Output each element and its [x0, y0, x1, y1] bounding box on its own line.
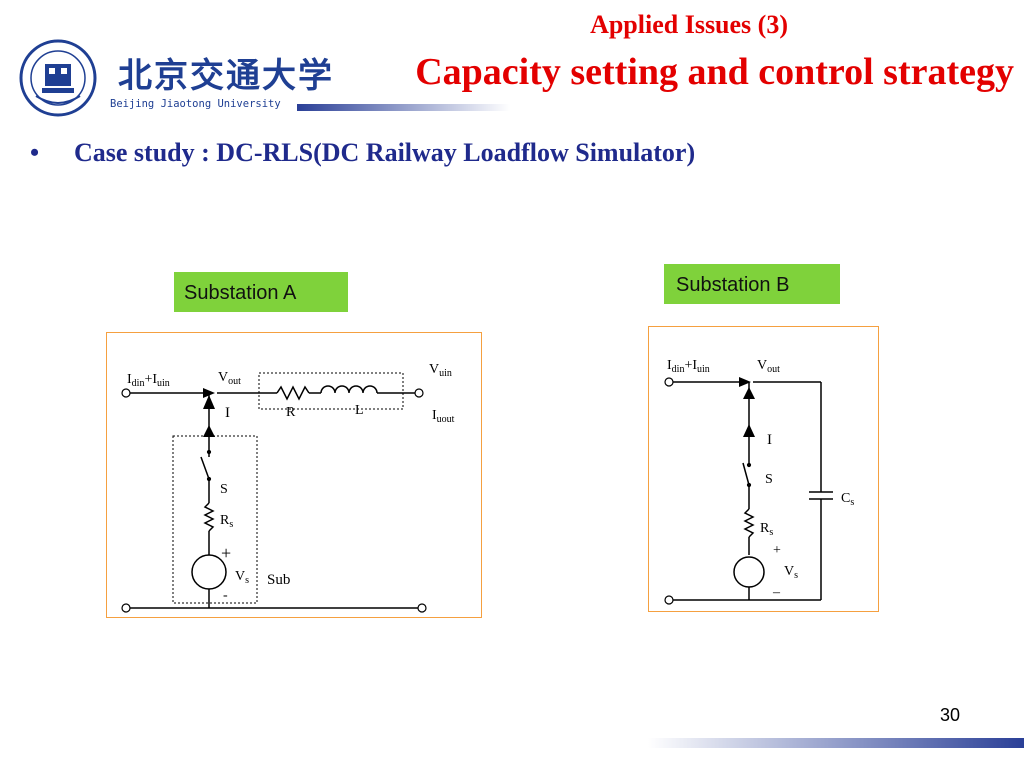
v-s-minus-label: - [223, 588, 228, 603]
v-s-label: Vs [784, 564, 798, 581]
sub-label: Sub [267, 572, 290, 588]
arrow-icon [203, 388, 215, 437]
current-i-label: I [225, 405, 230, 421]
i-uout-label: Iuout [432, 408, 455, 425]
v-s-plus-label: + [221, 543, 231, 563]
terminal-left-bottom [664, 595, 674, 605]
v-out-label: Vout [218, 370, 241, 387]
substation-b-label: Substation B [664, 264, 840, 304]
bullet-marker: • [30, 138, 40, 167]
inductor-l-label: L [355, 403, 364, 418]
logo-text-english: Beijing Jiaotong University [110, 98, 281, 110]
substation-a-label: Substation A [174, 272, 348, 312]
v-s-label: Vs [235, 569, 249, 586]
switch-s-label: S [220, 482, 228, 497]
v-s-minus-label: – [772, 585, 781, 600]
terminal-right-bottom [417, 603, 427, 613]
terminal-left-bottom [121, 603, 131, 613]
bullet-text: Case study : DC-RLS(DC Railway Loadflow … [74, 138, 696, 167]
university-seal-icon [19, 39, 97, 117]
slide-title: Capacity setting and control strategy [415, 51, 1014, 93]
i-din-plus-i-uin-label: Idin+Iuin [667, 358, 710, 375]
arrow-icon [739, 377, 755, 437]
current-i-label: I [767, 432, 772, 448]
v-out-label: Vout [757, 358, 780, 375]
substation-b-circuit: Idin+Iuin Vout I S Cs Rs + Vs – [648, 326, 879, 612]
bullet-case-study: • Case study : DC-RLS(DC Railway Loadflow… [30, 138, 695, 168]
logo-text-chinese: 北京交通大学 [118, 56, 334, 96]
page-number: 30 [940, 705, 961, 725]
resistor-r-label: R [286, 405, 296, 420]
terminal-left-top [121, 388, 131, 398]
v-s-plus-label: + [773, 543, 781, 558]
substation-a-circuit: Idin+Iuin Vout Vuin I R L Iuout S Rs + V… [106, 332, 482, 618]
university-logo: 北京交通大学 Beijing Jiaotong University [18, 38, 332, 118]
footer-gradient-bar [648, 738, 1024, 748]
c-s-label: Cs [841, 491, 854, 508]
terminal-right-top [414, 388, 424, 398]
r-s-label: Rs [220, 513, 233, 530]
slide-subtitle: Applied Issues (3) [590, 10, 788, 39]
substation-b-schematic: Idin+Iuin Vout I S Cs Rs + Vs – [664, 358, 854, 605]
header-gradient-bar [297, 104, 510, 111]
terminal-left-top [664, 377, 674, 387]
r-s-label: Rs [760, 521, 773, 538]
substation-a-schematic: Idin+Iuin Vout Vuin I R L Iuout S Rs + V… [121, 362, 455, 613]
switch-s-label: S [765, 472, 773, 487]
i-din-plus-i-uin-label: Idin+Iuin [127, 372, 170, 389]
v-uin-label: Vuin [429, 362, 452, 379]
